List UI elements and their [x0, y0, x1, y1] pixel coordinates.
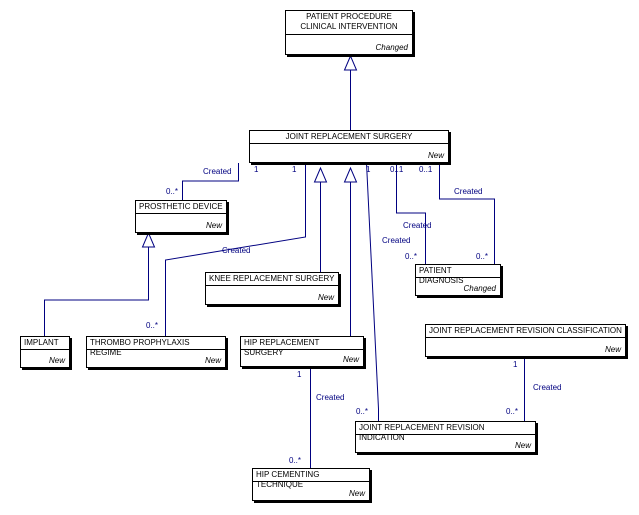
- class-patient-procedure[interactable]: PATIENT PROCEDURE CLINICAL INTERVENTION …: [285, 10, 413, 55]
- class-implant[interactable]: IMPLANT New: [20, 336, 70, 368]
- assoc-jrs-diagnosis-1: [396, 163, 426, 264]
- assoc-jrs-thrombo: [165, 163, 306, 336]
- class-status: Changed: [463, 284, 496, 293]
- role-label-created: Created: [316, 393, 345, 402]
- class-joint-replacement-surgery[interactable]: JOINT REPLACEMENT SURGERY New: [249, 130, 449, 163]
- class-joint-replacement-revision-classification[interactable]: JOINT REPLACEMENT REVISION CLASSIFICATIO…: [425, 324, 626, 357]
- class-name: KNEE REPLACEMENT SURGERY: [206, 273, 338, 286]
- multiplicity-label: 1: [366, 165, 371, 174]
- class-status: New: [48, 356, 65, 365]
- multiplicity-label: 0..*: [405, 252, 418, 261]
- multiplicity-label: 0..1: [419, 165, 433, 174]
- class-status: New: [317, 293, 334, 302]
- class-thrombo-prophylaxis-regime[interactable]: THROMBO PROPHYLAXIS REGIME New: [86, 336, 226, 368]
- class-name: PATIENT DIAGNOSIS: [416, 265, 500, 285]
- class-hip-replacement-surgery[interactable]: HIP REPLACEMENT SURGERY New: [240, 336, 364, 367]
- generalization-arrowhead: [141, 231, 156, 248]
- assoc-jrs-prosthetic: [182, 163, 239, 200]
- class-status: New: [514, 441, 531, 450]
- generalization-arrowhead: [343, 54, 358, 71]
- class-status: Changed: [375, 43, 408, 52]
- class-status: New: [604, 345, 621, 354]
- class-status: New: [204, 356, 221, 365]
- class-status: New: [427, 151, 444, 160]
- generalization-arrowhead: [313, 166, 328, 183]
- role-label-created: Created: [454, 187, 483, 196]
- multiplicity-label: 0..*: [289, 456, 302, 465]
- generalization-implant-to-prosthetic: [44, 247, 149, 336]
- class-name: THROMBO PROPHYLAXIS REGIME: [87, 337, 225, 357]
- class-name: HIP CEMENTING TECHNIQUE: [253, 469, 369, 489]
- class-knee-replacement-surgery[interactable]: KNEE REPLACEMENT SURGERY New: [205, 272, 339, 305]
- assoc-jrs-diagnosis-2: [439, 163, 495, 264]
- class-prosthetic-device[interactable]: PROSTHETIC DEVICE New: [135, 200, 227, 233]
- generalization-arrowhead: [343, 166, 358, 183]
- class-status: New: [205, 221, 222, 230]
- class-joint-replacement-revision-indication[interactable]: JOINT REPLACEMENT REVISION INDICATION Ne…: [355, 421, 536, 453]
- multiplicity-label: 0..*: [506, 407, 519, 416]
- class-name: HIP REPLACEMENT SURGERY: [241, 337, 363, 357]
- multiplicity-label: 0..*: [356, 407, 369, 416]
- class-hip-cementing-technique[interactable]: HIP CEMENTING TECHNIQUE New: [252, 468, 370, 501]
- role-label-created: Created: [533, 383, 562, 392]
- role-label-created: Created: [403, 221, 432, 230]
- class-name: PATIENT PROCEDURE CLINICAL INTERVENTION: [286, 11, 412, 35]
- multiplicity-label: 1: [513, 360, 518, 369]
- role-label-created: Created: [203, 167, 232, 176]
- class-status: New: [348, 489, 365, 498]
- class-name: PROSTHETIC DEVICE: [136, 201, 226, 214]
- role-label-created: Created: [222, 246, 251, 255]
- multiplicity-label: 1: [297, 370, 302, 379]
- multiplicity-label: 0..*: [476, 252, 489, 261]
- multiplicity-label: 0..*: [166, 187, 179, 196]
- class-name: JOINT REPLACEMENT REVISION CLASSIFICATIO…: [426, 325, 625, 338]
- assoc-jrs-revision-indication: [366, 162, 379, 421]
- multiplicity-label: 1: [254, 165, 259, 174]
- class-name: JOINT REPLACEMENT SURGERY: [250, 131, 448, 144]
- class-patient-diagnosis[interactable]: PATIENT DIAGNOSIS Changed: [415, 264, 501, 296]
- role-label-created: Created: [382, 236, 411, 245]
- class-name: JOINT REPLACEMENT REVISION INDICATION: [356, 422, 535, 442]
- multiplicity-label: 1: [292, 165, 297, 174]
- multiplicity-label: 0..*: [146, 321, 159, 330]
- class-status: New: [342, 355, 359, 364]
- multiplicity-label: 0..1: [390, 165, 404, 174]
- class-name: IMPLANT: [21, 337, 69, 350]
